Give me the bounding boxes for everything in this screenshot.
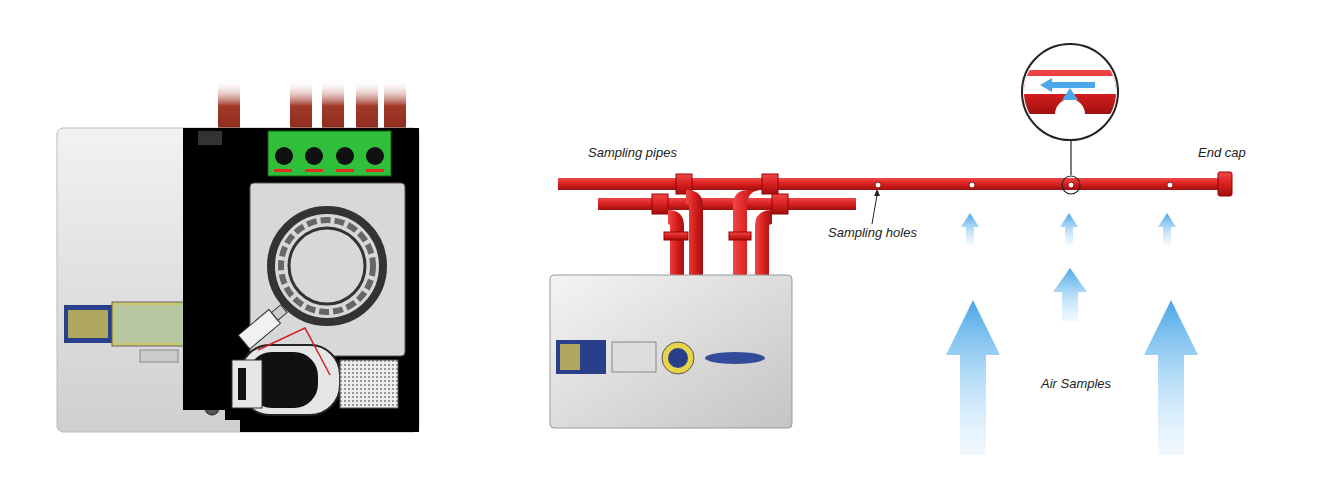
sampling-system [550, 44, 1232, 455]
detector-cutaway [57, 80, 419, 432]
air-label: Air Samples [1041, 377, 1111, 390]
pipe-label: Sampling pipes [588, 146, 677, 159]
endcap-label: End cap [1198, 146, 1246, 159]
hole-label: Sampling holes [828, 226, 917, 239]
